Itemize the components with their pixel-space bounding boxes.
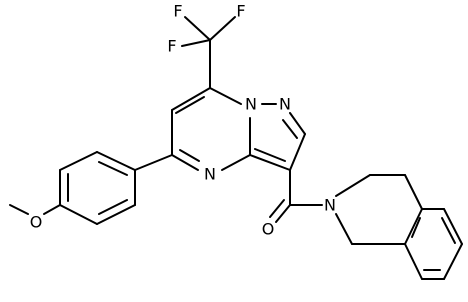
- atom-f3: F: [167, 37, 176, 56]
- bond-c13-o-double: [269, 199, 285, 218]
- bond-c8-c8a: [404, 243, 423, 280]
- atom-o-carbonyl: O: [262, 220, 275, 239]
- bond-cf3-f1: [184, 16, 211, 41]
- bond-n-ch2c: [335, 213, 353, 245]
- atom-f2: F: [236, 2, 245, 21]
- bond-n7-c8: [221, 154, 251, 171]
- atom-f1: F: [173, 2, 182, 21]
- bond-c12-c8: [249, 154, 291, 171]
- bond-c4-c5-double: [175, 96, 205, 114]
- atom-n-pyrimidine: N: [204, 165, 216, 184]
- bond-ar2-ar3: [96, 204, 136, 225]
- bond-n10-c11: [289, 112, 306, 135]
- bond-ar2-ar3-double: [98, 199, 128, 215]
- bond-cf3-f2: [209, 16, 236, 41]
- bond-ch2b-c4a: [404, 174, 423, 210]
- bond-ar6-ar1: [96, 151, 136, 171]
- bond-c5-c6: [443, 208, 463, 245]
- bond-ar6-ar1-double: [98, 161, 128, 176]
- bond-c5-c6-double: [441, 217, 456, 244]
- atom-n-bridge: N: [245, 95, 257, 114]
- atom-o-methoxy: O: [30, 213, 43, 232]
- atom-n-pyrazole: N: [279, 95, 291, 114]
- bond-ar5-ar6: [59, 151, 98, 171]
- bond-c11-c12: [289, 133, 306, 171]
- bond-ar4-ome: [43, 204, 61, 215]
- bond-c6-n7-double: [179, 149, 200, 162]
- bond-c5-aryl: [134, 154, 173, 171]
- bond-n10-c11-double: [282, 119, 298, 139]
- atom-n-amide: N: [324, 196, 336, 215]
- bond-c6-n7: [171, 154, 199, 171]
- bond-ome-ch3: [9, 204, 29, 215]
- bond-c4a-c8a-double: [411, 217, 421, 238]
- bond-lines: [9, 16, 463, 280]
- bond-ar3-ar4: [59, 204, 98, 225]
- bond-c4-c5: [171, 87, 211, 111]
- bond-c6-c7: [443, 243, 463, 280]
- bond-n9-c4: [209, 87, 242, 105]
- bond-n-ch2a: [335, 174, 371, 197]
- bond-c13-o: [275, 204, 291, 223]
- bond-c12-c8-double: [254, 148, 286, 162]
- bond-c8a-c4a: [404, 208, 423, 245]
- atom-labels: F F F N N N N O O: [30, 2, 336, 239]
- bond-cf3-f3: [181, 39, 211, 47]
